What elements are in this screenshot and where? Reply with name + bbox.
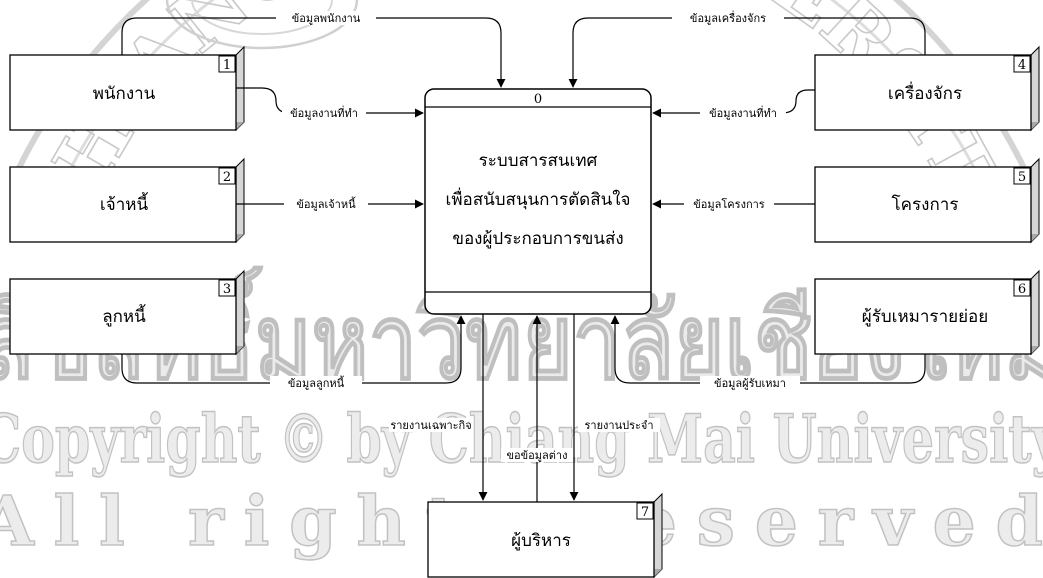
flow-label: ข้อมูลเจ้าหนี้	[296, 196, 356, 211]
entity-label: ลูกหนี้	[102, 304, 146, 327]
flow-arrow	[652, 89, 815, 118]
flow-label: ข้อมูลผู้รับเหมา	[714, 377, 786, 390]
flow-label: ขอข้อมูลต่าง	[507, 449, 568, 462]
entity-5[interactable]: 5 โครงการ	[814, 157, 1040, 244]
seal-emblem-inner	[191, 0, 333, 35]
entity-label: พนักงาน	[93, 84, 156, 104]
entity-number: 2	[223, 170, 231, 185]
flow-label: ข้อมูลโครงการ	[693, 197, 765, 211]
entity-number: 1	[223, 58, 231, 73]
flow-label: ข้อมูลเครื่องจักร	[690, 10, 766, 25]
entity-number: 6	[1018, 282, 1026, 297]
process-title-line-1: ระบบสารสนเทศ	[479, 151, 598, 171]
flow-label: รายงานเฉพาะกิจ	[390, 419, 471, 432]
flow-label: ข้อมูลงานที่ทำ	[709, 105, 777, 120]
entity-6[interactable]: 6 ผู้รับเหมารายย่อย	[814, 269, 1040, 356]
flow-label: รายงานประจำ	[584, 419, 653, 432]
seal-emblem	[165, 0, 359, 50]
entity-label: เครื่องจักร	[888, 81, 962, 104]
entity-number: 7	[641, 505, 649, 520]
process-title-line-3: ของผู้ประกอบการขนส่ง	[452, 229, 623, 249]
entity-number: 3	[223, 282, 231, 297]
entity-number: 4	[1018, 58, 1026, 73]
entity-4[interactable]: 4 เครื่องจักร	[814, 45, 1040, 132]
seal-outer-arc	[15, 0, 1028, 172]
entity-label: โครงการ	[892, 194, 959, 215]
process-0[interactable]: 0 ระบบสารสนเทศ เพื่อสนับสนุนการตัดสินใจ …	[424, 88, 652, 315]
flow-label: ข้อมูลพนักงาน	[292, 12, 361, 25]
process-title-line-2: เพื่อสนับสนุนการตัดสินใจ	[446, 187, 631, 210]
watermark-copyright: Copyright © by Chiang Mai University	[0, 400, 1043, 478]
entity-number: 5	[1018, 170, 1026, 185]
seal-inner-arc	[58, 0, 987, 191]
flow-label: ข้อมูลลูกหนี้	[288, 375, 345, 390]
entity-1[interactable]: 1 พนักงาน	[9, 45, 245, 132]
entity-3[interactable]: 3 ลูกหนี้	[9, 269, 245, 356]
entity-label: เจ้าหนี้	[100, 192, 149, 215]
entity-label: ผู้รับเหมารายย่อย	[862, 307, 988, 327]
entity-label: ผู้บริหาร	[511, 531, 571, 551]
process-id: 0	[534, 92, 542, 107]
entity-7[interactable]: 7 ผู้บริหาร	[427, 492, 663, 578]
flow-label: ข้อมูลงานที่ทำ	[290, 105, 358, 120]
entity-2[interactable]: 2 เจ้าหนี้	[9, 157, 245, 244]
